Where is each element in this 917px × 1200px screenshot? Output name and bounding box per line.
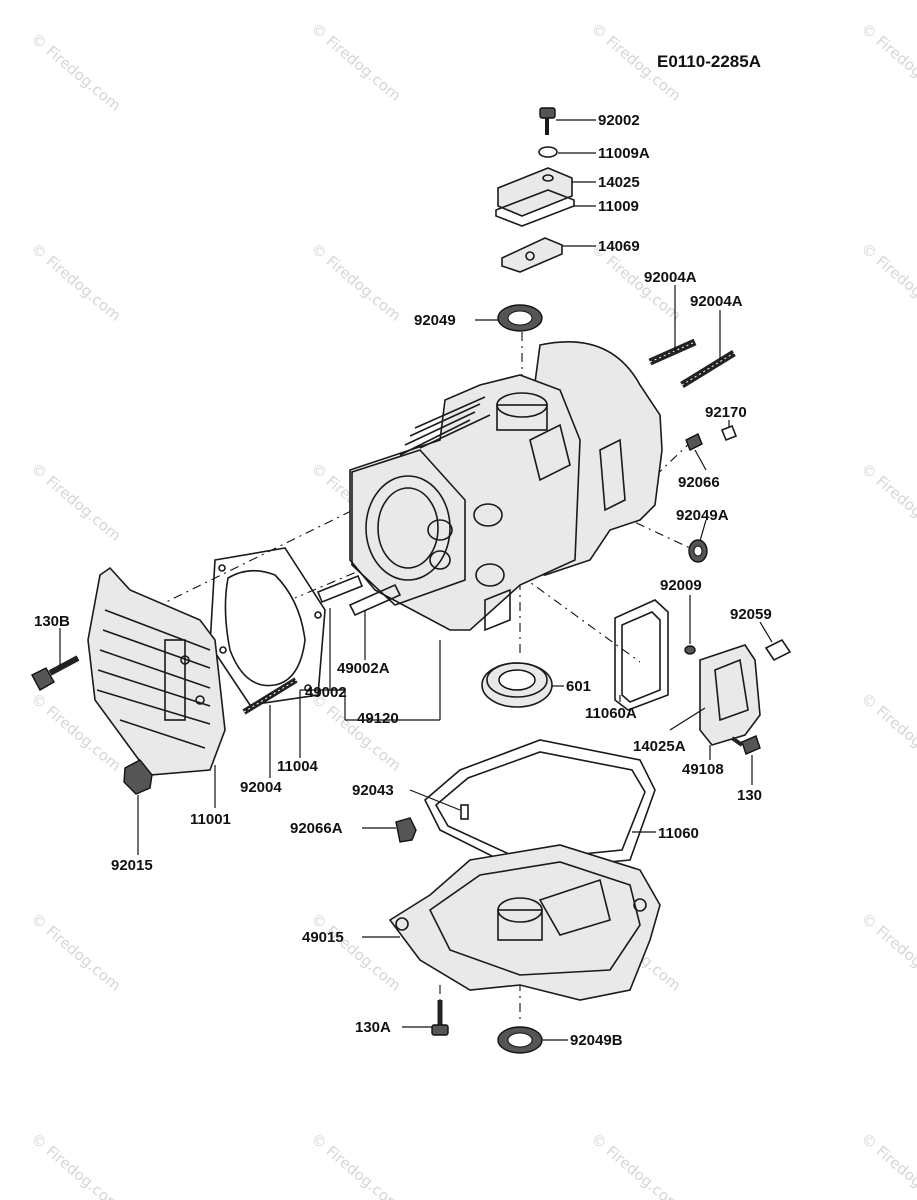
crankcase <box>349 341 663 632</box>
label-92066: 92066 <box>678 474 720 491</box>
breather-cover-14025 <box>497 167 573 217</box>
label-130A: 130A <box>355 1019 391 1036</box>
label-49015: 49015 <box>302 929 344 946</box>
stud-92004A-2 <box>680 350 736 388</box>
label-11001: 11001 <box>190 811 231 828</box>
plug-92170 <box>720 424 738 442</box>
watermark-text: © Firedog.com <box>857 909 917 994</box>
watermark-text: © Firedog.com <box>857 689 917 774</box>
label-14025A: 14025A <box>633 738 686 755</box>
watermark-text: © Firedog.com <box>307 909 404 994</box>
label-11009A: 11009A <box>598 145 650 162</box>
pin-92043 <box>460 804 469 820</box>
watermark-text: © Firedog.com <box>857 459 917 544</box>
label-92009: 92009 <box>660 577 702 594</box>
label-49002A: 49002A <box>337 660 390 677</box>
label-92002: 92002 <box>598 112 640 129</box>
label-92059: 92059 <box>730 606 772 623</box>
head-gasket-11004 <box>209 547 326 706</box>
label-92049: 92049 <box>414 312 456 329</box>
label-14069: 14069 <box>598 238 640 255</box>
label-130B: 130B <box>34 613 70 630</box>
bolt-92002 <box>539 107 556 135</box>
fitting-92066A <box>395 817 417 843</box>
label-92004A-2: 92004A <box>690 293 743 310</box>
pin-49002 <box>316 574 364 604</box>
dowel-92066 <box>685 433 703 451</box>
label-130: 130 <box>737 787 762 804</box>
oil-seal-92049B <box>497 1026 543 1054</box>
bolt-130A <box>431 1000 449 1036</box>
label-92170: 92170 <box>705 404 747 421</box>
label-49120: 49120 <box>357 710 399 727</box>
pin-49002A <box>348 583 402 617</box>
label-92049B: 92049B <box>570 1032 623 1049</box>
watermark-text: © Firedog.com <box>857 1129 917 1200</box>
breather-plate-14069 <box>501 237 563 273</box>
label-49108: 49108 <box>682 761 724 778</box>
label-14025: 14025 <box>598 174 640 191</box>
label-92066A: 92066A <box>290 820 343 837</box>
watermark-text: © Firedog.com <box>307 689 404 774</box>
watermark-text: © Firedog.com <box>587 1129 684 1200</box>
label-92043: 92043 <box>352 782 394 799</box>
label-11060: 11060 <box>658 825 699 842</box>
stud-92004 <box>242 677 298 715</box>
watermark-text: © Firedog.com <box>307 239 404 324</box>
plug-92059 <box>764 638 792 662</box>
label-49002: 49002 <box>305 684 347 701</box>
gasket-11060A <box>614 599 669 711</box>
bolt-130 <box>730 735 761 755</box>
label-92015: 92015 <box>111 857 153 874</box>
label-92049A: 92049A <box>676 507 729 524</box>
watermark-text: © Firedog.com <box>307 19 404 104</box>
crankcase-cover-49015 <box>388 844 661 1001</box>
watermark-text: © Firedog.com <box>27 459 124 544</box>
gasket-11060 <box>424 739 656 871</box>
part-labels: 92002 11009A 14025 11009 14069 92004A 92… <box>34 112 772 1049</box>
watermark-text: © Firedog.com <box>857 19 917 104</box>
label-11004: 11004 <box>277 758 319 775</box>
watermark-text: © Firedog.com <box>27 29 124 114</box>
label-11009: 11009 <box>598 198 639 215</box>
watermark-text: © Firedog.com <box>857 239 917 324</box>
bolt-130B <box>31 655 80 691</box>
watermark-text: © Firedog.com <box>307 1129 404 1200</box>
spark-plug-92015 <box>123 759 153 795</box>
diagram-code: E0110-2285A <box>657 52 761 71</box>
washer-92009 <box>684 645 696 655</box>
watermark-text: © Firedog.com <box>27 239 124 324</box>
label-92004A-1: 92004A <box>644 269 697 286</box>
label-601: 601 <box>566 678 591 695</box>
bearing-601 <box>481 662 553 708</box>
oil-seal-92049A <box>688 539 708 563</box>
label-11060A: 11060A <box>585 705 637 722</box>
stud-92004A-1 <box>648 338 697 366</box>
cylinder-head-11001 <box>87 566 226 776</box>
leader-lines <box>59 119 773 1041</box>
oil-seal-92049 <box>497 304 543 332</box>
washer-11009A <box>538 146 558 158</box>
cover-14025A <box>699 644 761 746</box>
label-92004: 92004 <box>240 779 282 796</box>
watermark-text: © Firedog.com <box>27 909 124 994</box>
watermark-text: © Firedog.com <box>27 1129 124 1200</box>
